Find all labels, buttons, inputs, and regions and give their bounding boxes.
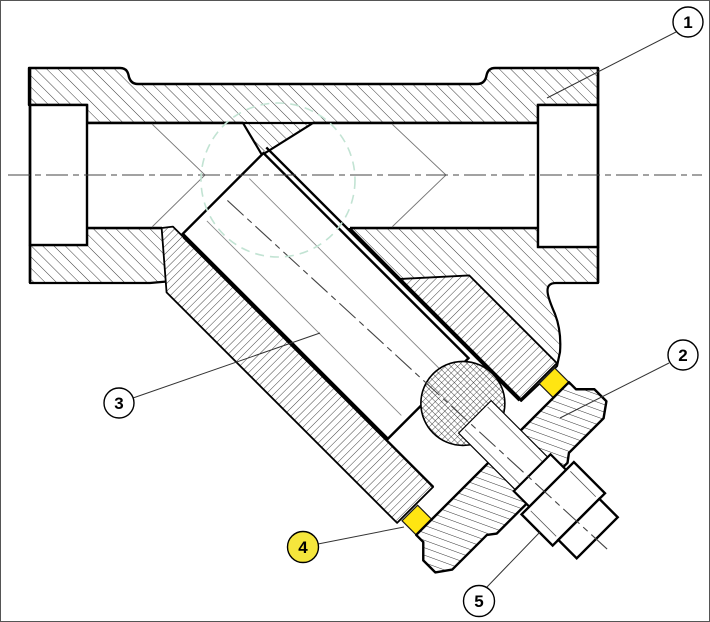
callout-leaders <box>132 31 677 589</box>
drain-plug-tip <box>556 497 620 560</box>
cartridge-inner-lines <box>206 178 445 416</box>
callout-3-label: 3 <box>114 394 123 413</box>
leader-4 <box>317 526 405 545</box>
callout-3: 3 <box>103 387 135 419</box>
callout-5: 5 <box>462 584 496 618</box>
bore-edges <box>87 121 538 230</box>
branch-centerline <box>227 200 608 550</box>
branch-bore-wall-lower-edge <box>182 236 435 488</box>
leader-5 <box>485 531 541 589</box>
seat-notch <box>241 121 315 157</box>
plug-chamfer-lines <box>530 471 597 537</box>
strainer-branch-group <box>160 146 620 574</box>
callout-5-label: 5 <box>474 592 483 611</box>
branch-bore-wall-upper-edge <box>265 146 521 402</box>
leader-2 <box>559 362 670 419</box>
branch-wall-upper <box>399 274 558 401</box>
right-port-counterbore <box>536 103 600 249</box>
callout-balloons: 1 2 3 4 5 <box>103 6 704 618</box>
callout-2: 2 <box>667 339 699 371</box>
callout-4: 4 <box>286 530 320 564</box>
screen-position-circle <box>200 102 356 258</box>
leader-3 <box>132 332 321 399</box>
callout-4-label: 4 <box>298 538 308 557</box>
leader-1 <box>546 31 677 99</box>
callout-2-label: 2 <box>678 346 687 365</box>
callout-1: 1 <box>672 6 704 38</box>
callout-1-label: 1 <box>683 13 692 32</box>
